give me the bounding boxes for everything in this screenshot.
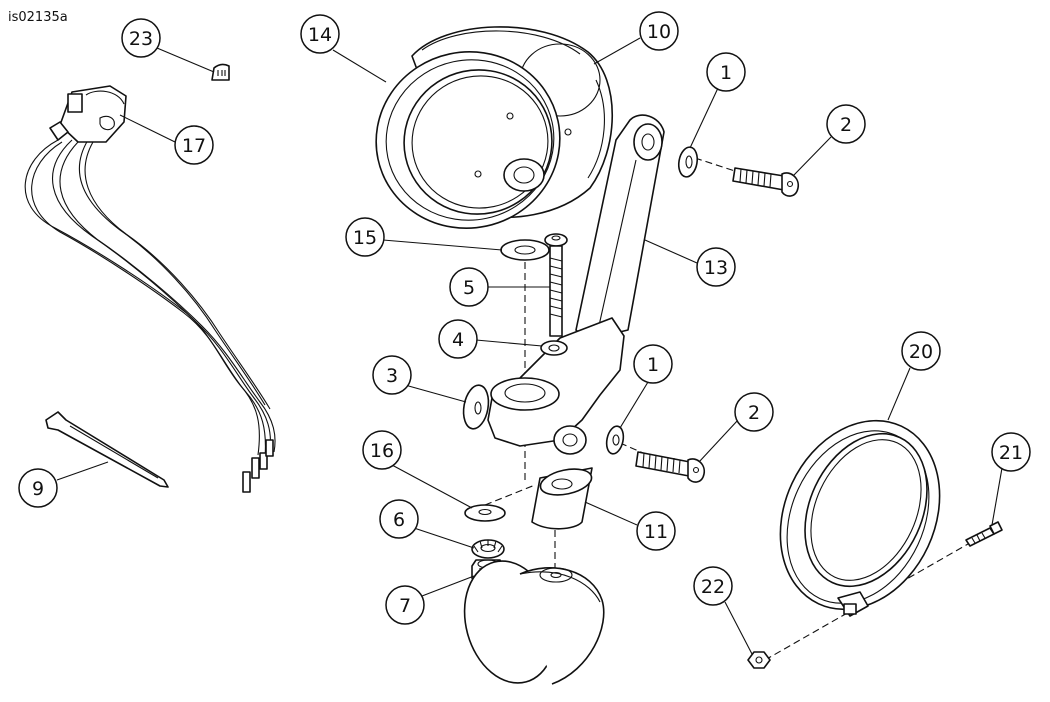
callout-circle xyxy=(734,392,774,432)
callout-circle xyxy=(636,511,676,551)
part-6-star-washer xyxy=(471,539,505,559)
callout-number: 6 xyxy=(393,509,405,531)
callout-circle xyxy=(362,430,402,470)
callout-22: 22 xyxy=(693,566,733,606)
callout-13: 13 xyxy=(696,247,736,287)
callout-2: 2 xyxy=(826,104,866,144)
callout-number: 13 xyxy=(704,257,728,279)
part-16-washer xyxy=(464,504,506,522)
callout-circle xyxy=(438,319,478,359)
callout-number: 1 xyxy=(720,62,732,84)
callout-number: 15 xyxy=(353,227,377,249)
part-21-screw xyxy=(965,521,1003,547)
callout-10: 10 xyxy=(639,11,679,51)
callout-number: 22 xyxy=(701,576,725,598)
callout-14: 14 xyxy=(300,14,340,54)
part-11-mount-bushing xyxy=(531,467,593,530)
callout-number: 2 xyxy=(840,114,852,136)
callout-16: 16 xyxy=(362,430,402,470)
callout-2: 2 xyxy=(734,392,774,432)
callout-number: 20 xyxy=(909,341,933,363)
part-4-lock-washer xyxy=(540,340,568,356)
callout-circle xyxy=(18,468,58,508)
part-14-trim-ring xyxy=(375,51,572,229)
callout-number: 4 xyxy=(452,329,464,351)
callout-circle xyxy=(991,432,1031,472)
leader-lines xyxy=(56,37,1003,655)
callout-3: 3 xyxy=(372,355,412,395)
callout-circle xyxy=(379,499,419,539)
part-9-cable-tie xyxy=(45,411,169,488)
callout-circle xyxy=(696,247,736,287)
callout-circle xyxy=(639,11,679,51)
lamp-pod xyxy=(463,560,605,685)
callout-number: 2 xyxy=(748,402,760,424)
callout-number: 16 xyxy=(370,440,394,462)
part-20-trim-ring xyxy=(779,419,941,617)
callout-number: 1 xyxy=(647,354,659,376)
callout-6: 6 xyxy=(379,499,419,539)
callout-1: 1 xyxy=(706,52,746,92)
callout-number: 14 xyxy=(308,24,332,46)
part-3-spacer xyxy=(462,384,490,430)
callout-circle xyxy=(901,331,941,371)
callout-20: 20 xyxy=(901,331,941,371)
callout-17: 17 xyxy=(174,125,214,165)
callout-7: 7 xyxy=(385,585,425,625)
callout-circle xyxy=(706,52,746,92)
callout-circle xyxy=(826,104,866,144)
part-13-mounting-arm xyxy=(487,114,665,455)
callout-number: 5 xyxy=(463,277,475,299)
callout-circle xyxy=(345,217,385,257)
callouts: 23 17 14 10 1 2 15 13 5 4 3 1 2 20 16 21 6 11 9 22 7 xyxy=(18,11,1031,625)
part-1-washer-upper xyxy=(677,146,699,178)
part-17-wiring-harness xyxy=(24,85,276,493)
callout-circle xyxy=(449,267,489,307)
callout-5: 5 xyxy=(449,267,489,307)
callout-4: 4 xyxy=(438,319,478,359)
callout-circle xyxy=(121,18,161,58)
figure-id: is02135a xyxy=(8,10,68,25)
callout-number: 3 xyxy=(386,365,398,387)
callout-15: 15 xyxy=(345,217,385,257)
part-2-bolt-upper xyxy=(732,167,800,197)
callout-circle xyxy=(174,125,214,165)
part-23-connector-cap xyxy=(211,63,230,81)
callout-23: 23 xyxy=(121,18,161,58)
callout-1: 1 xyxy=(633,344,673,384)
callout-circle xyxy=(385,585,425,625)
callout-circle xyxy=(372,355,412,395)
callout-21: 21 xyxy=(991,432,1031,472)
callout-number: 7 xyxy=(399,595,411,617)
callout-9: 9 xyxy=(18,468,58,508)
callout-number: 10 xyxy=(647,21,671,43)
callout-number: 21 xyxy=(999,442,1023,464)
callout-circle xyxy=(693,566,733,606)
part-2-bolt-lower xyxy=(635,451,706,483)
part-22-nut xyxy=(747,651,771,669)
callout-number: 11 xyxy=(644,521,668,543)
part-15-washer xyxy=(500,239,550,261)
callout-number: 17 xyxy=(182,135,206,157)
callout-circle xyxy=(633,344,673,384)
part-1-washer-lower xyxy=(605,425,625,455)
callout-11: 11 xyxy=(636,511,676,551)
callout-number: 9 xyxy=(32,478,44,500)
callout-number: 23 xyxy=(129,28,153,50)
callout-circle xyxy=(300,14,340,54)
part-5-screw xyxy=(544,233,568,337)
